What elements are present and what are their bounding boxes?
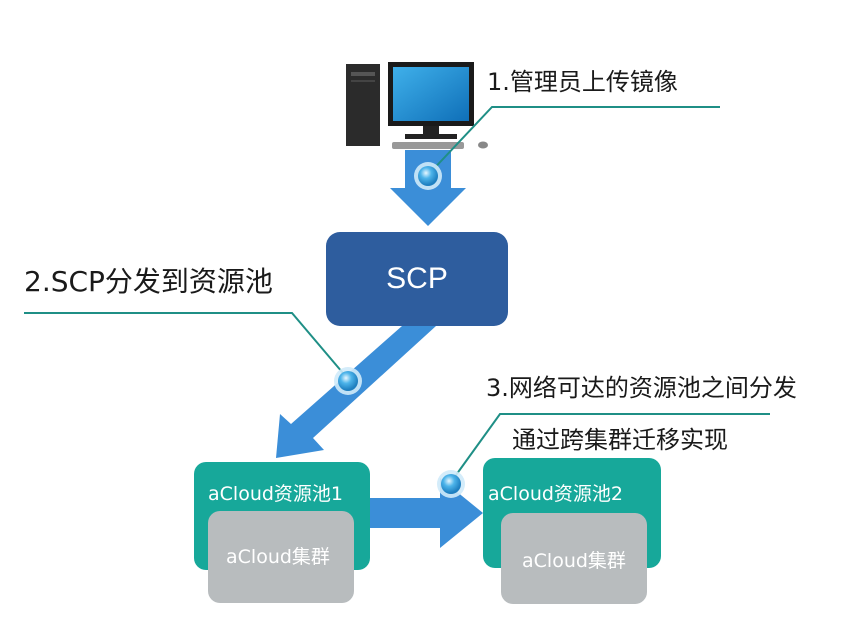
scp-box <box>326 232 508 326</box>
pool1-cluster-box <box>208 511 354 603</box>
leader-line-step3 <box>450 413 770 483</box>
leader-line-step2 <box>24 312 349 380</box>
arrow-migrate <box>370 478 483 548</box>
step1-label: 1.管理员上传镜像 <box>487 68 678 96</box>
bubble-step2 <box>334 367 362 395</box>
computer-icon <box>346 62 488 149</box>
bubble-step3 <box>437 470 465 498</box>
step3-label-line1: 3.网络可达的资源池之间分发 <box>486 374 797 402</box>
pool2-cluster-label: aCloud集群 <box>522 550 626 572</box>
pool1-title: aCloud资源池1 <box>208 483 344 505</box>
pool2-cluster-box <box>501 513 647 604</box>
step3-label-line2: 通过跨集群迁移实现 <box>512 426 728 454</box>
step2-label: 2.SCP分发到资源池 <box>24 265 273 298</box>
pool2-title: aCloud资源池2 <box>488 483 624 505</box>
leader-line-step1 <box>426 106 720 177</box>
bubble-step1 <box>414 162 442 190</box>
scp-label: SCP <box>386 262 448 295</box>
pool1-cluster-label: aCloud集群 <box>226 546 330 568</box>
